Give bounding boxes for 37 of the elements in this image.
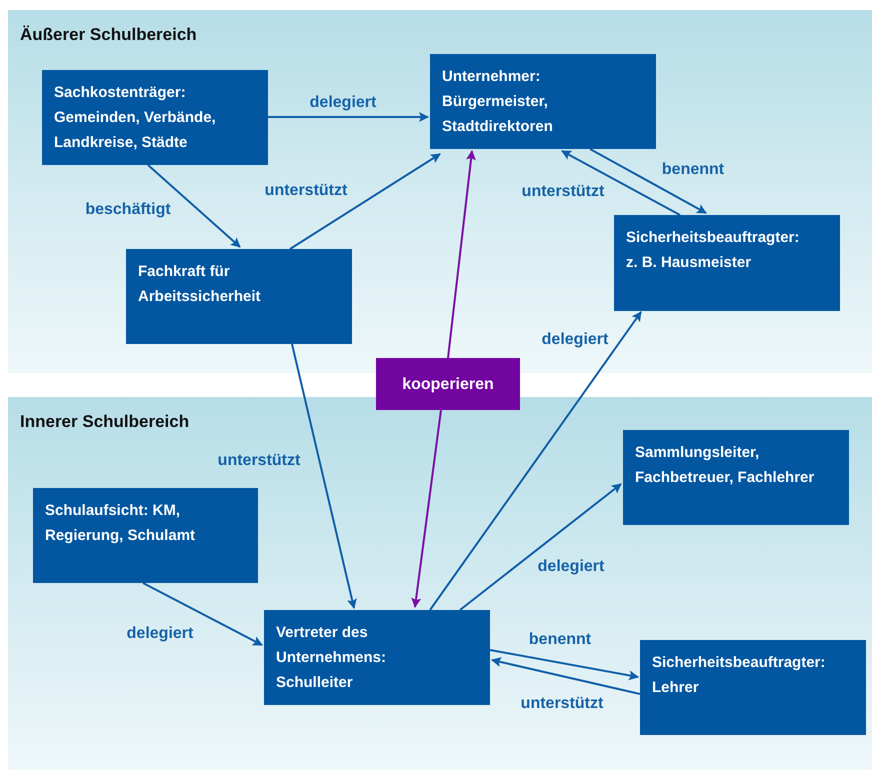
role-box: Sicherheitsbeauftragter: Lehrer: [640, 640, 866, 735]
edge-label: delegiert: [126, 624, 194, 644]
area-band: [8, 10, 872, 373]
arrow: [447, 150, 476, 358]
edge-label: delegiert: [538, 557, 604, 577]
edge-label: unterstützt: [264, 181, 348, 201]
role-box: Unternehmer: Bürgermeister, Stadtdirektoren: [430, 54, 656, 149]
arrow: [459, 483, 622, 611]
arrow: [291, 344, 357, 609]
edge-label: delegiert: [542, 330, 608, 350]
arrow: [590, 148, 707, 214]
edge-label: benennt: [662, 160, 724, 180]
area-band: [8, 397, 872, 770]
edge-label: beschäftigt: [85, 200, 171, 220]
arrow: [411, 410, 442, 608]
arrow: [268, 112, 429, 122]
arrow: [561, 150, 680, 216]
area-heading: Innerer Schulbereich: [20, 411, 190, 433]
arrow: [289, 153, 441, 250]
arrow: [429, 311, 642, 611]
highlight-box: kooperieren: [376, 358, 520, 410]
role-box: Sicherheitsbeauftragter: z. B. Hausmeister: [614, 215, 840, 311]
role-box: Vertreter des Unternehmens: Schulleiter: [264, 610, 490, 705]
role-box: Schulaufsicht: KM, Regierung, Schulamt: [33, 488, 258, 583]
role-box: Sammlungsleiter, Fachbetreuer, Fachlehrer: [623, 430, 849, 525]
arrow: [142, 582, 263, 646]
area-heading: Äußerer Schulbereich: [20, 24, 197, 46]
edge-label: unterstützt: [218, 451, 300, 471]
edge-label: unterstützt: [520, 694, 604, 714]
edge-label: unterstützt: [522, 182, 604, 202]
role-box: Sachkostenträger: Gemeinden, Verbände, Landkreise, Städte: [42, 70, 268, 165]
edge-label: benennt: [528, 630, 592, 650]
arrow: [147, 164, 241, 248]
arrow: [490, 649, 639, 680]
arrow: [491, 657, 640, 695]
role-box: Fachkraft für Arbeitssicherheit: [126, 249, 352, 344]
edge-label: delegiert: [310, 93, 376, 113]
